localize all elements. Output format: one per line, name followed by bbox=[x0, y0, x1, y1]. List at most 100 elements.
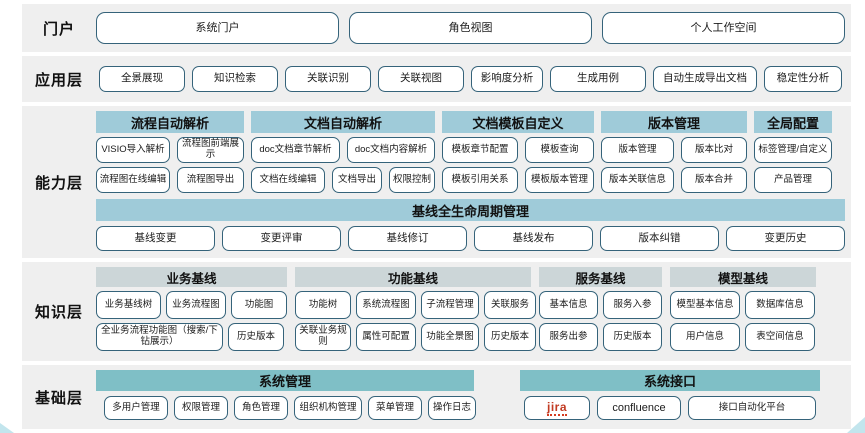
kn-item-subprocess-management[interactable]: 子流程管理 bbox=[421, 291, 479, 319]
kn-item-database-info[interactable]: 数据库信息 bbox=[745, 291, 815, 319]
cap-item-version-relation-info[interactable]: 版本关联信息 bbox=[601, 167, 674, 193]
cap-item-doc-chapter-parse[interactable]: doc文档章节解析 bbox=[251, 137, 340, 163]
knowledge-group-function-baseline: 功能基线 功能树 系统流程图 子流程管理 关联服务 关联业务规则 属性可配置 功… bbox=[295, 267, 536, 351]
cap-item-doc-export[interactable]: 文档导出 bbox=[332, 167, 382, 193]
knowledge-group-columns: 业务基线 业务基线树 业务流程图 功能图 全业务流程功能图（搜索/下钻展示） 历… bbox=[96, 267, 845, 351]
base-item-interface-automation-platform[interactable]: 接口自动化平台 bbox=[688, 396, 816, 420]
base-item-multi-user-management[interactable]: 多用户管理 bbox=[104, 396, 168, 420]
group-row: 业务基线树 业务流程图 功能图 bbox=[96, 291, 287, 319]
kn-item-tablespace-info[interactable]: 表空间信息 bbox=[745, 323, 815, 351]
cap-item-flow-export[interactable]: 流程图导出 bbox=[177, 167, 244, 193]
base-item-org-management[interactable]: 组织机构管理 bbox=[294, 396, 362, 420]
app-item-panorama[interactable]: 全景展现 bbox=[99, 66, 185, 92]
cap-item-version-merge[interactable]: 版本合并 bbox=[681, 167, 747, 193]
layer-body-portal: 系统门户 角色视图 个人工作空间 bbox=[96, 4, 851, 52]
group-row: 文档在线编辑 文档导出 权限控制 bbox=[251, 167, 435, 193]
portal-item-system-portal[interactable]: 系统门户 bbox=[96, 12, 339, 44]
layer-application: 应用层 全景展现 知识检索 关联识别 关联视图 影响度分析 生成用例 自动生成导… bbox=[22, 56, 851, 102]
app-item-knowledge-search[interactable]: 知识检索 bbox=[192, 66, 278, 92]
group-row: 服务出参 历史版本 bbox=[539, 323, 662, 351]
app-item-auto-export-doc[interactable]: 自动生成导出文档 bbox=[653, 66, 757, 92]
cap-item-doc-content-parse[interactable]: doc文档内容解析 bbox=[347, 137, 435, 163]
layer-body-base: 系统管理 多用户管理 权限管理 角色管理 组织机构管理 菜单管理 操作日志 系统… bbox=[96, 365, 851, 429]
group-row: 流程图在线编辑 流程图导出 bbox=[96, 167, 244, 193]
cap-item-flow-frontend-display[interactable]: 流程图前端展示 bbox=[177, 137, 244, 163]
group-row: 全业务流程功能图（搜索/下钻展示） 历史版本 bbox=[96, 323, 287, 351]
group-title-system-management: 系统管理 bbox=[96, 370, 474, 391]
group-row: 功能树 系统流程图 子流程管理 关联服务 bbox=[295, 291, 536, 319]
cap-item-template-chapter-config[interactable]: 模板章节配置 bbox=[442, 137, 518, 163]
cap-item-visio-import-parse[interactable]: VISIO导入解析 bbox=[96, 137, 170, 163]
kn-item-business-baseline-tree[interactable]: 业务基线树 bbox=[96, 291, 161, 319]
layer-knowledge: 知识层 业务基线 业务基线树 业务流程图 功能图 全业务流程功能图（搜索/下钻展… bbox=[22, 262, 851, 361]
base-group-columns: 系统管理 多用户管理 权限管理 角色管理 组织机构管理 菜单管理 操作日志 系统… bbox=[96, 370, 845, 420]
kn-item-basic-info[interactable]: 基本信息 bbox=[539, 291, 598, 319]
kn-item-history-version-function[interactable]: 历史版本 bbox=[484, 323, 536, 351]
cap-item-change-history[interactable]: 变更历史 bbox=[726, 226, 845, 251]
portal-item-role-view[interactable]: 角色视图 bbox=[349, 12, 592, 44]
cap-item-permission-control[interactable]: 权限控制 bbox=[389, 167, 435, 193]
layer-label-base: 基础层 bbox=[34, 389, 83, 407]
base-item-operation-log[interactable]: 操作日志 bbox=[428, 396, 476, 420]
kn-item-function-tree[interactable]: 功能树 bbox=[295, 291, 351, 319]
cap-item-baseline-revision[interactable]: 基线修订 bbox=[348, 226, 467, 251]
kn-item-system-flowchart[interactable]: 系统流程图 bbox=[356, 291, 416, 319]
kn-item-history-version-business[interactable]: 历史版本 bbox=[228, 323, 284, 351]
kn-item-function-panorama[interactable]: 功能全景图 bbox=[421, 323, 479, 351]
cap-item-template-query[interactable]: 模板查询 bbox=[525, 137, 594, 163]
capability-group-version-mgmt: 版本管理 版本管理 版本比对 版本关联信息 版本合并 bbox=[601, 111, 747, 193]
kn-item-history-version-service[interactable]: 历史版本 bbox=[603, 323, 662, 351]
portal-item-personal-workspace[interactable]: 个人工作空间 bbox=[602, 12, 845, 44]
group-row: 产品管理 bbox=[754, 167, 832, 193]
cap-item-baseline-publish[interactable]: 基线发布 bbox=[474, 226, 593, 251]
base-item-confluence[interactable]: confluence bbox=[597, 396, 681, 420]
cap-item-template-version-mgmt[interactable]: 模板版本管理 bbox=[525, 167, 594, 193]
cap-item-template-reference[interactable]: 模板引用关系 bbox=[442, 167, 518, 193]
base-item-role-management[interactable]: 角色管理 bbox=[234, 396, 288, 420]
group-title-global-config: 全局配置 bbox=[754, 111, 832, 133]
cap-item-version-correction[interactable]: 版本纠错 bbox=[600, 226, 719, 251]
group-row: jira confluence 接口自动化平台 bbox=[520, 396, 820, 420]
group-row: 多用户管理 权限管理 角色管理 组织机构管理 菜单管理 操作日志 bbox=[96, 396, 476, 420]
capability-group-columns: 流程自动解析 VISIO导入解析 流程图前端展示 流程图在线编辑 流程图导出 文… bbox=[96, 111, 845, 193]
capability-group-global-config: 全局配置 标签管理/自定义 产品管理 bbox=[754, 111, 832, 193]
group-title-business-baseline: 业务基线 bbox=[96, 267, 287, 287]
cap-item-tag-management[interactable]: 标签管理/自定义 bbox=[754, 137, 832, 163]
group-row: 版本管理 版本比对 bbox=[601, 137, 747, 163]
kn-item-function-diagram[interactable]: 功能图 bbox=[231, 291, 287, 319]
kn-item-related-business-rules[interactable]: 关联业务规则 bbox=[295, 323, 351, 351]
cap-item-doc-online-edit[interactable]: 文档在线编辑 bbox=[251, 167, 325, 193]
layer-body-capability: 流程自动解析 VISIO导入解析 流程图前端展示 流程图在线编辑 流程图导出 文… bbox=[96, 106, 851, 258]
app-item-relation-recognition[interactable]: 关联识别 bbox=[285, 66, 371, 92]
base-item-menu-management[interactable]: 菜单管理 bbox=[368, 396, 422, 420]
group-row: 版本关联信息 版本合并 bbox=[601, 167, 747, 193]
kn-item-model-basic-info[interactable]: 模型基本信息 bbox=[670, 291, 740, 319]
capability-group-doc-template: 文档模板自定义 模板章节配置 模板查询 模板引用关系 模板版本管理 bbox=[442, 111, 594, 193]
kn-item-full-business-flow-function-diagram[interactable]: 全业务流程功能图（搜索/下钻展示） bbox=[96, 323, 223, 351]
layer-base: 基础层 系统管理 多用户管理 权限管理 角色管理 组织机构管理 菜单管理 操作日… bbox=[22, 365, 851, 429]
cap-item-baseline-change[interactable]: 基线变更 bbox=[96, 226, 215, 251]
layer-label-capability: 能力层 bbox=[34, 174, 83, 192]
kn-item-business-flowchart[interactable]: 业务流程图 bbox=[166, 291, 226, 319]
cap-item-version-compare[interactable]: 版本比对 bbox=[681, 137, 747, 163]
kn-item-service-output-params[interactable]: 服务出参 bbox=[539, 323, 598, 351]
group-row: 基线变更 变更评审 基线修订 基线发布 版本纠错 变更历史 bbox=[96, 226, 845, 251]
app-item-generate-cases[interactable]: 生成用例 bbox=[550, 66, 646, 92]
kn-item-service-input-params[interactable]: 服务入参 bbox=[603, 291, 662, 319]
cap-item-product-management[interactable]: 产品管理 bbox=[754, 167, 832, 193]
group-row: 模板引用关系 模板版本管理 bbox=[442, 167, 594, 193]
cap-item-flow-online-edit[interactable]: 流程图在线编辑 bbox=[96, 167, 170, 193]
kn-item-user-info[interactable]: 用户信息 bbox=[670, 323, 740, 351]
base-item-permission-management[interactable]: 权限管理 bbox=[174, 396, 228, 420]
base-item-jira[interactable]: jira bbox=[524, 396, 590, 420]
group-title-process-parse: 流程自动解析 bbox=[96, 111, 244, 133]
kn-item-attribute-configurable[interactable]: 属性可配置 bbox=[356, 323, 416, 351]
app-item-stability-analysis[interactable]: 稳定性分析 bbox=[764, 66, 842, 92]
cap-item-change-review[interactable]: 变更评审 bbox=[222, 226, 341, 251]
cap-item-version-management[interactable]: 版本管理 bbox=[601, 137, 674, 163]
app-item-relation-view[interactable]: 关联视图 bbox=[378, 66, 464, 92]
layer-body-application: 全景展现 知识检索 关联识别 关联视图 影响度分析 生成用例 自动生成导出文档 … bbox=[96, 56, 851, 102]
app-item-impact-analysis[interactable]: 影响度分析 bbox=[471, 66, 543, 92]
group-title-service-baseline: 服务基线 bbox=[539, 267, 662, 287]
kn-item-related-services[interactable]: 关联服务 bbox=[484, 291, 536, 319]
